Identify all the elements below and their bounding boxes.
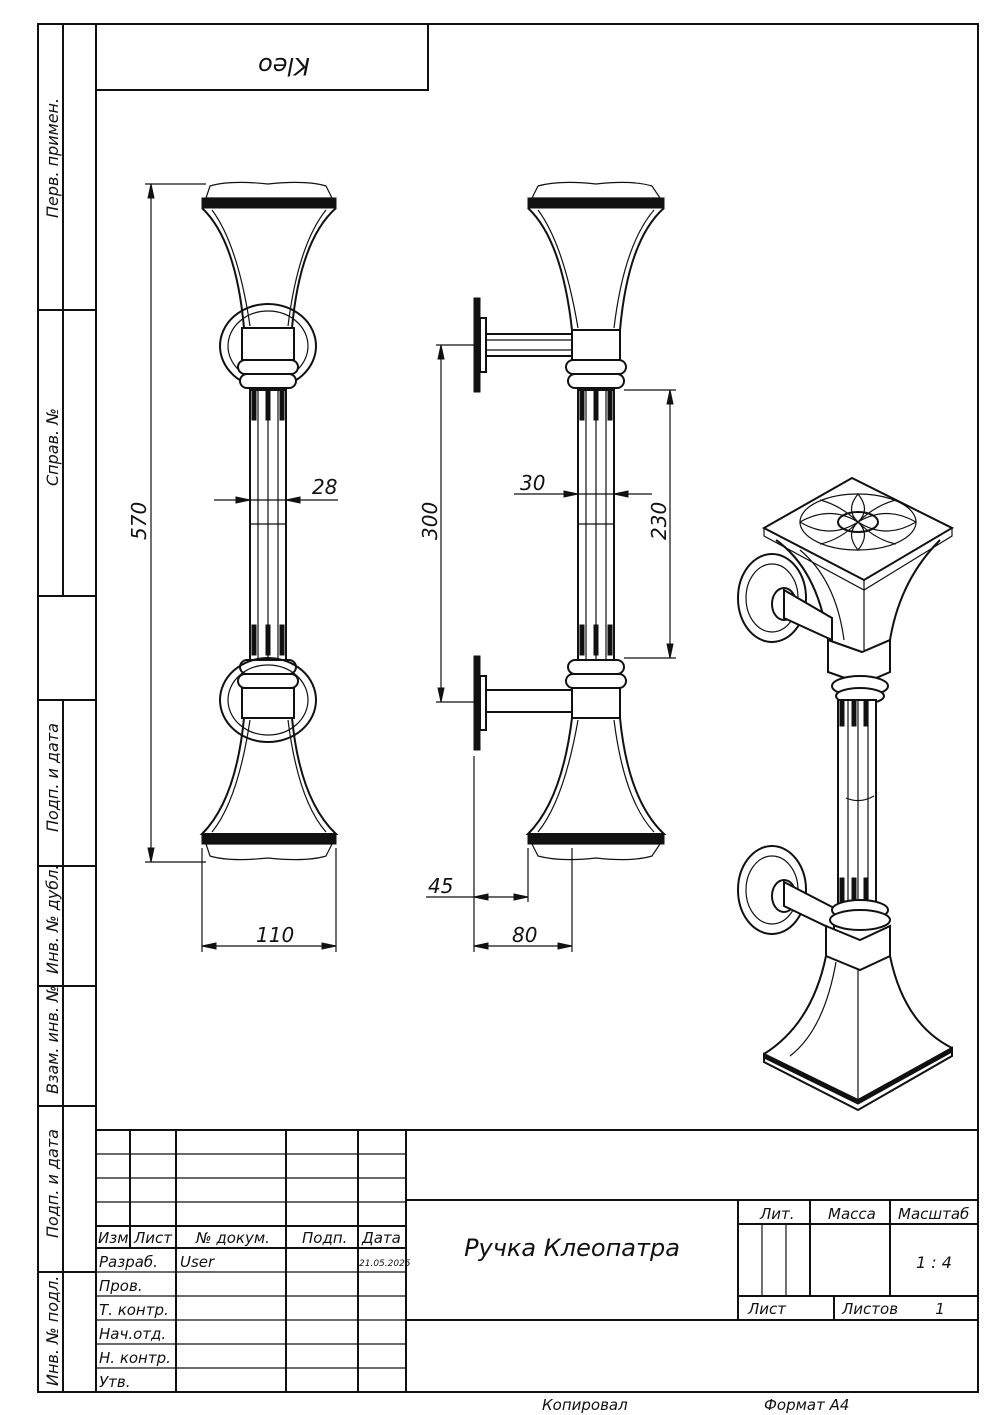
isometric-view <box>737 476 955 1112</box>
massa-label: Масса <box>828 1205 876 1223</box>
row-role-razrab: Разраб. <box>99 1253 158 1271</box>
dim-bar-28: 28 <box>312 475 337 499</box>
front-top-cap <box>205 181 333 199</box>
title-block <box>96 1129 978 1392</box>
header-list: Лист <box>133 1229 173 1247</box>
dim-offset-80: 80 <box>512 923 537 947</box>
iso-rosette <box>798 493 918 551</box>
row-role-prov: Пров. <box>99 1277 143 1295</box>
dim-grip-230: 230 <box>647 502 671 540</box>
iso-top-standoff <box>783 588 833 642</box>
row-role-nach-otd: Нач.отд. <box>99 1325 166 1343</box>
sheet-label: Лист <box>747 1300 787 1318</box>
header-doc-no: № докум. <box>195 1229 270 1247</box>
code-stamp-text: Kleo <box>258 52 310 80</box>
label-vzam-inv: Взам. инв. № <box>43 985 62 1094</box>
row-name-razrab: User <box>180 1253 215 1271</box>
lit-label: Лит. <box>759 1205 795 1223</box>
side-bottom-standoff <box>485 689 573 713</box>
front-bottom-collar <box>241 687 295 719</box>
dim-width-110: 110 <box>256 923 294 947</box>
drawing-title: Ручка Клеопатра <box>464 1234 680 1262</box>
dim-height-570: 570 <box>127 502 151 540</box>
row-role-t-kontr: Т. контр. <box>99 1301 169 1319</box>
label-inv-podl: Инв. № подл. <box>43 1276 62 1386</box>
side-top-standoff <box>485 333 573 357</box>
scale-value: 1 : 4 <box>916 1253 952 1272</box>
sheet-frame <box>37 23 979 1393</box>
label-inv-dubl: Инв. № дубл. <box>43 865 62 974</box>
row-role-n-kontr: Н. контр. <box>99 1349 171 1367</box>
footer-copied: Копировал <box>542 1396 628 1414</box>
sheets-count: 1 <box>935 1300 945 1318</box>
label-podp-data-1: Подп. и дата <box>43 723 62 832</box>
dim-offset-45: 45 <box>428 874 453 898</box>
header-izm: Изм. <box>98 1229 133 1247</box>
dim-spacing-300: 300 <box>418 502 442 540</box>
label-sprav-no: Справ. № <box>43 408 62 486</box>
row-role-utv: Утв. <box>99 1373 131 1391</box>
side-view: 300 30 230 45 80 <box>418 181 676 952</box>
iso-grip-bar <box>837 699 877 907</box>
iso-bottom-flare <box>763 955 827 1055</box>
dim-bar-30: 30 <box>520 471 545 495</box>
footer-format: Формат А4 <box>764 1396 849 1414</box>
front-bottom-band <box>201 833 337 845</box>
front-top-band <box>201 197 337 209</box>
front-top-collar <box>241 327 295 361</box>
left-side-strip <box>37 24 96 1392</box>
sheets-label: Листов <box>841 1300 898 1318</box>
code-stamp: Kleo <box>95 23 429 91</box>
label-perv-primen: Перв. примен. <box>43 98 62 218</box>
front-view: 570 28 110 <box>127 181 339 952</box>
label-podp-data-2: Подп. и дата <box>43 1129 62 1238</box>
header-podp: Подп. <box>302 1229 347 1247</box>
row-date-razrab: 21.05.2025 <box>359 1259 411 1269</box>
masshtab-label: Масштаб <box>898 1205 969 1223</box>
header-data: Дата <box>361 1229 401 1247</box>
front-bottom-disk <box>219 657 317 743</box>
